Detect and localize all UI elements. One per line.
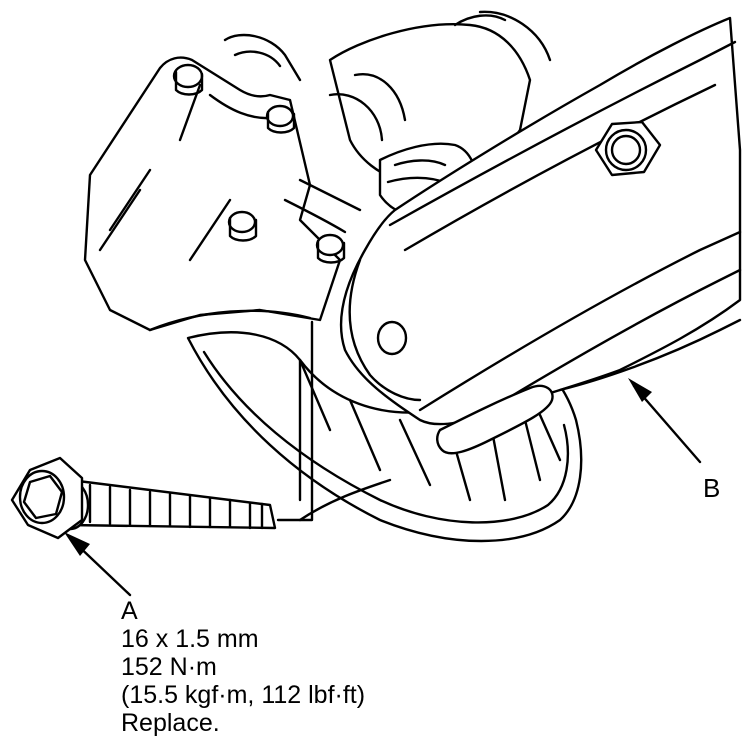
brake-disc [186,331,583,543]
callout-a-block: A 16 x 1.5 mm 152 N·m (15.5 kgf·m, 112 l… [121,597,365,737]
callout-a-letter: A [121,597,138,625]
callout-a-torque: 152 N·m [121,653,217,681]
callout-a-note: Replace. [121,709,220,737]
lower-arm [339,16,742,455]
arrowheads [64,378,652,556]
arrow-a-head [64,532,90,556]
arrow-b-head [628,378,652,402]
callout-a-size: 16 x 1.5 mm [121,625,259,653]
brake-caliper [83,33,362,332]
callout-b-label: B [703,473,721,503]
callout-a-torque-alt: (15.5 kgf·m, 112 lbf·ft) [121,681,366,709]
hub-assembly [328,10,552,218]
flange-bolt [10,456,277,540]
